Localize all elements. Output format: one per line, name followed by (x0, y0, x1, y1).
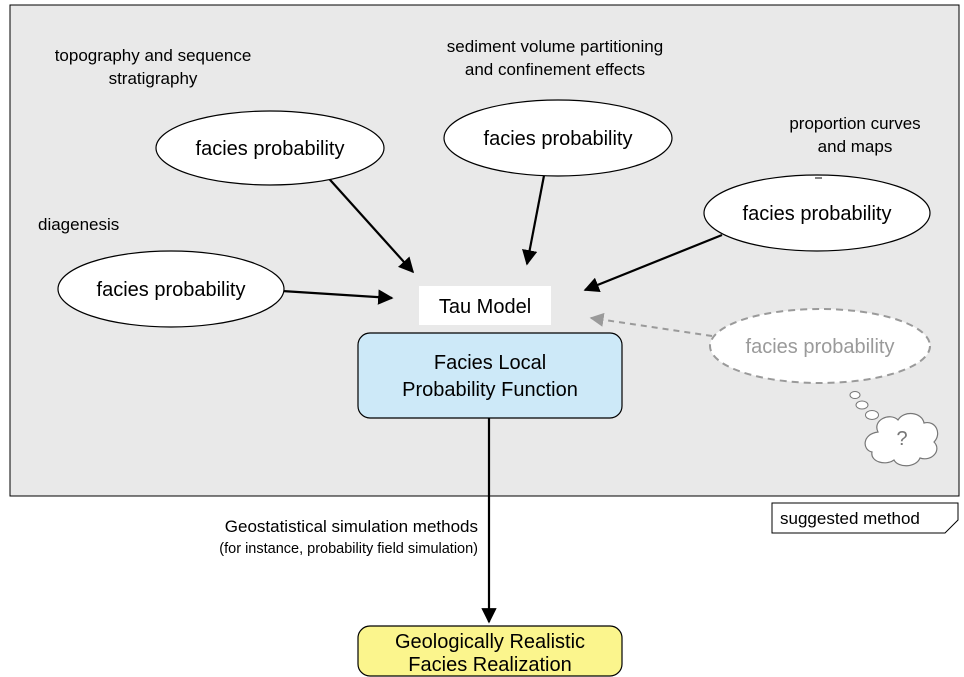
local-probability-line1: Facies Local (434, 352, 546, 374)
arrow-e4-to-tau (281, 289, 394, 305)
question-mark: ? (896, 428, 907, 450)
arrow-e3-to-tau (583, 233, 723, 292)
arrow-e2-to-tau (522, 159, 549, 266)
suggested-method-label: suggested method (780, 509, 920, 528)
suggested-method-tag (771, 502, 959, 534)
realization-line1: Geologically Realistic (395, 631, 585, 653)
topography-label: topography and sequence stratigraphy (18, 44, 288, 90)
facies-probability-node-topography: facies probability (155, 110, 385, 186)
topography-line2: stratigraphy (108, 69, 198, 88)
local-probability-line2: Probability Function (402, 379, 578, 401)
facies-probability-node-unknown: facies probability (709, 308, 931, 384)
arrow-e1-to-tau (322, 171, 415, 274)
facies-probability-label: facies probability (196, 138, 345, 160)
sediment-line2: and confinement effects (464, 60, 646, 79)
proportion-label: proportion curves and maps (765, 112, 945, 158)
facies-probability-node-proportion: facies probability (703, 174, 931, 252)
tau-model-box (419, 286, 551, 325)
geostat-title: Geostatistical simulation methods (224, 517, 478, 536)
sediment-label: sediment volume partitioning and confine… (400, 35, 710, 81)
facies-probability-label: facies probability (97, 279, 246, 301)
facies-probability-label: facies probability (484, 128, 633, 150)
realization-line2: Facies Realization (408, 654, 571, 676)
proportion-line1: proportion curves (789, 114, 921, 133)
realization-box (357, 625, 623, 677)
facies-probability-label: facies probability (746, 336, 895, 358)
facies-probability-node-sediment: facies probability (443, 99, 673, 177)
arrow-e5-to-tau (589, 312, 713, 337)
facies-probability-label: facies probability (743, 203, 892, 225)
thought-bubble-icon: ? (849, 391, 939, 467)
tau-model-label: Tau Model (439, 296, 531, 318)
geostat-subtitle: (for instance, probability field simulat… (219, 541, 478, 557)
local-probability-box (357, 332, 623, 419)
proportion-line2: and maps (817, 137, 893, 156)
facies-probability-node-diagenesis: facies probability (57, 250, 285, 328)
topography-line1: topography and sequence (54, 46, 252, 65)
diagenesis-label: diagenesis (38, 215, 120, 234)
sediment-line1: sediment volume partitioning (446, 37, 664, 56)
